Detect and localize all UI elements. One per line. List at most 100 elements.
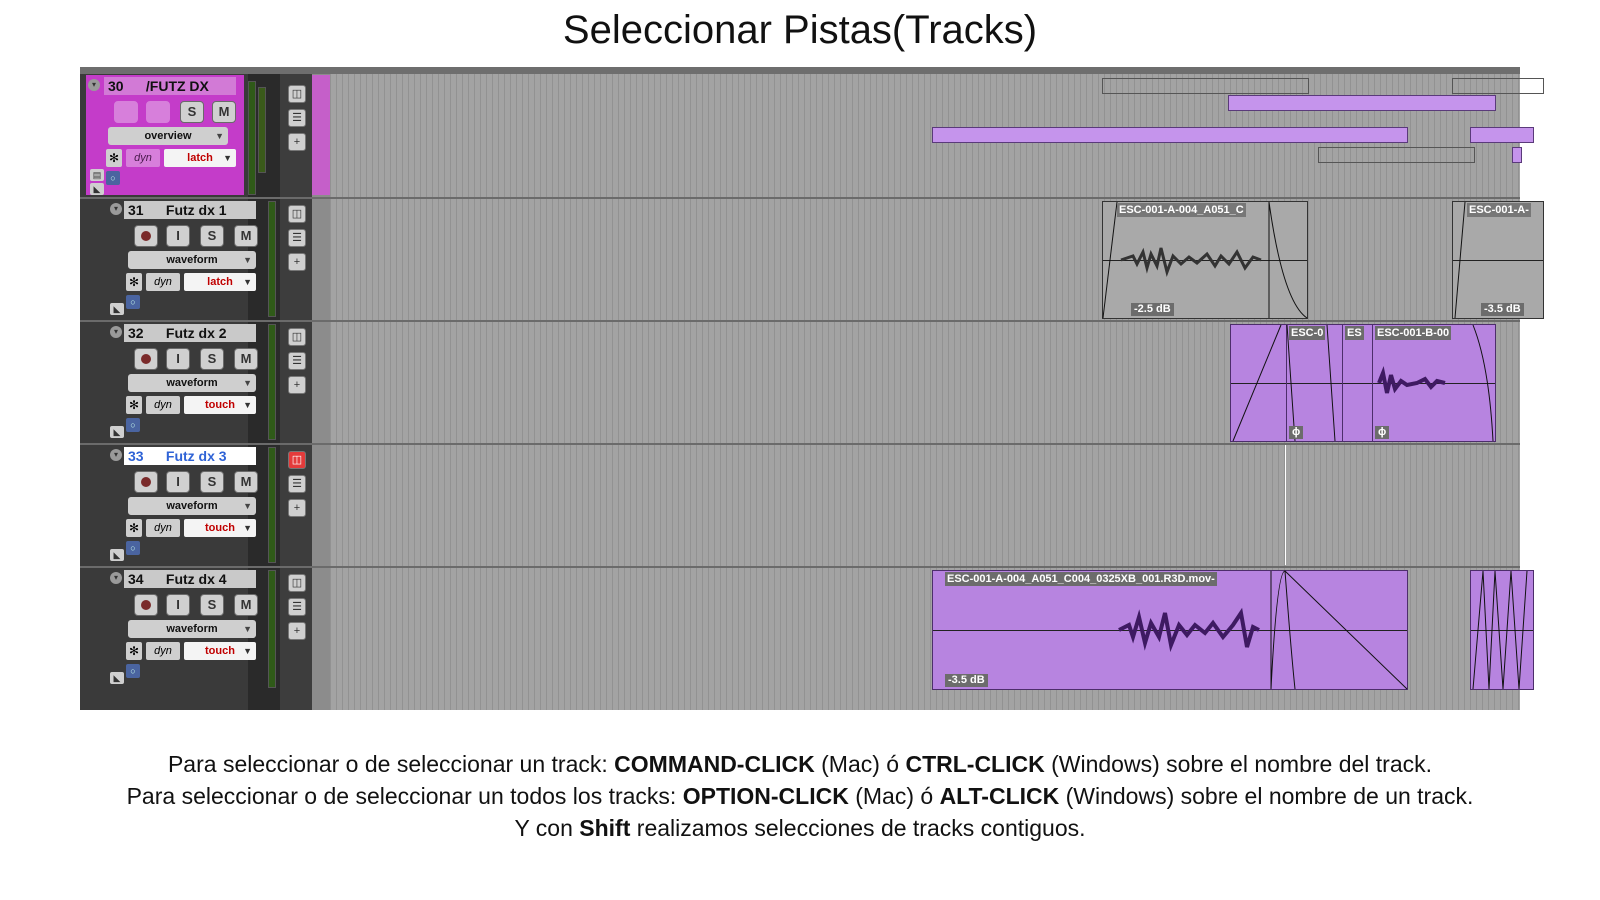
overview-clip[interactable] — [1512, 147, 1522, 163]
mute-button[interactable]: M — [234, 225, 258, 247]
asterisk-icon[interactable]: ✻ — [126, 273, 142, 291]
automation-mode-dropdown[interactable]: touch ▼ — [184, 519, 256, 537]
instructions: Para seleccionar o de seleccionar un tra… — [80, 748, 1520, 844]
audio-clip[interactable]: ESC-001-B-00 ϕ — [1372, 324, 1496, 442]
overview-clip[interactable] — [932, 127, 1408, 143]
io-icon[interactable]: ○ — [126, 541, 140, 555]
audio-clip[interactable]: ESC-0 ϕ — [1286, 324, 1344, 442]
dyn-button[interactable]: dyn — [146, 273, 180, 291]
solo-button[interactable]: S — [200, 348, 224, 370]
clip-name: ESC-0 — [1289, 326, 1326, 340]
list-icon[interactable]: ☰ — [288, 598, 306, 616]
add-icon[interactable]: + — [288, 253, 306, 271]
playlist-icon-active[interactable]: ◫ — [288, 451, 306, 469]
page-title: Seleccionar Pistas(Tracks) — [562, 8, 1038, 52]
dyn-button[interactable]: dyn — [126, 149, 160, 167]
io-icon[interactable]: ○ — [106, 171, 120, 185]
record-button[interactable] — [134, 594, 158, 616]
add-icon[interactable]: + — [288, 133, 306, 151]
overview-clip[interactable] — [1470, 127, 1534, 143]
track-name[interactable]: 30 /FUTZ DX — [104, 77, 236, 95]
automation-mode-dropdown[interactable]: latch ▼ — [164, 149, 236, 167]
playlist-icon[interactable]: ◫ — [288, 328, 306, 346]
audio-clip[interactable]: ESC-001-A-004_A051_C -2.5 dB — [1102, 201, 1308, 319]
collapse-icon[interactable]: ▾ — [110, 449, 122, 461]
track-view-dropdown[interactable]: waveform ▼ — [128, 374, 256, 392]
chevron-down-icon: ▼ — [243, 277, 252, 287]
solo-button[interactable]: S — [180, 101, 204, 123]
asterisk-icon[interactable]: ✻ — [126, 396, 142, 414]
input-monitor-button[interactable]: I — [166, 225, 190, 247]
folder-slot-b — [146, 101, 170, 123]
track-view-dropdown[interactable]: overview ▼ — [108, 127, 228, 145]
automation-mode-dropdown[interactable]: touch ▼ — [184, 642, 256, 660]
automation-mode-dropdown[interactable]: latch ▼ — [184, 273, 256, 291]
io-icon[interactable]: ○ — [126, 295, 140, 309]
clip-fade — [1454, 201, 1466, 319]
io-icon[interactable]: ○ — [126, 418, 140, 432]
level-meter — [268, 570, 276, 688]
mute-button[interactable]: M — [212, 101, 236, 123]
solo-button[interactable]: S — [200, 471, 224, 493]
solo-button[interactable]: S — [200, 225, 224, 247]
folder-collapse-icon[interactable]: ▾ — [88, 79, 100, 91]
edit-cursor — [1285, 445, 1286, 565]
audio-clip[interactable]: ESC-001-A-004_A051_C004_0325XB_001.R3D.m… — [932, 570, 1408, 690]
audio-clip[interactable]: ESC-001-A- -3.5 dB — [1452, 201, 1544, 319]
track-view-dropdown[interactable]: waveform ▼ — [128, 620, 256, 638]
asterisk-icon[interactable]: ✻ — [126, 642, 142, 660]
overview-clip[interactable] — [1318, 147, 1475, 163]
audio-clip[interactable] — [1230, 324, 1288, 442]
input-monitor-button[interactable]: I — [166, 594, 190, 616]
add-icon[interactable]: + — [288, 499, 306, 517]
level-meter — [258, 87, 266, 173]
add-icon[interactable]: + — [288, 376, 306, 394]
track-view-dropdown[interactable]: waveform ▼ — [128, 251, 256, 269]
mute-button[interactable]: M — [234, 348, 258, 370]
list-icon[interactable]: ☰ — [288, 475, 306, 493]
solo-button[interactable]: S — [200, 594, 224, 616]
list-icon[interactable]: ☰ — [288, 109, 306, 127]
overview-clip[interactable] — [1228, 95, 1496, 111]
record-button[interactable] — [134, 225, 158, 247]
automation-mode-dropdown[interactable]: touch ▼ — [184, 396, 256, 414]
dyn-button[interactable]: dyn — [146, 642, 180, 660]
overview-clip[interactable] — [1452, 78, 1544, 94]
mute-button[interactable]: M — [234, 471, 258, 493]
input-monitor-button[interactable]: I — [166, 471, 190, 493]
playlist-icon[interactable]: ◫ — [288, 85, 306, 103]
list-icon[interactable]: ☰ — [288, 229, 306, 247]
audio-clip[interactable]: ES — [1342, 324, 1374, 442]
track-color-icon: ◣ — [110, 549, 124, 561]
playlist-icon[interactable]: ◫ — [288, 205, 306, 223]
audio-clip[interactable] — [1470, 570, 1534, 690]
track-number: 30 — [108, 78, 124, 94]
track-name[interactable]: 34 Futz dx 4 — [124, 570, 256, 588]
mute-button[interactable]: M — [234, 594, 258, 616]
track-name-label: Futz dx 4 — [165, 571, 227, 587]
record-button[interactable] — [134, 471, 158, 493]
list-icon[interactable]: ☰ — [288, 352, 306, 370]
record-button[interactable] — [134, 348, 158, 370]
collapse-icon[interactable]: ▾ — [110, 572, 122, 584]
io-icon[interactable]: ○ — [126, 664, 140, 678]
asterisk-icon[interactable]: ✻ — [126, 519, 142, 537]
track-name[interactable]: 31 Futz dx 1 — [124, 201, 256, 219]
level-meter — [248, 81, 256, 195]
playlist-icon[interactable]: ◫ — [288, 574, 306, 592]
collapse-icon[interactable]: ▾ — [110, 203, 122, 215]
add-icon[interactable]: + — [288, 622, 306, 640]
dyn-button[interactable]: dyn — [146, 519, 180, 537]
track-view-label: overview — [144, 130, 192, 142]
chevron-down-icon: ▼ — [243, 378, 252, 388]
track-name[interactable]: 32 Futz dx 2 — [124, 324, 256, 342]
collapse-icon[interactable]: ▾ — [110, 326, 122, 338]
track-view-dropdown[interactable]: waveform ▼ — [128, 497, 256, 515]
track-name-selected[interactable]: 33 Futz dx 3 — [124, 447, 256, 465]
dyn-button[interactable]: dyn — [146, 396, 180, 414]
clip-centerline — [1471, 630, 1533, 631]
clip-centerline — [1287, 383, 1343, 384]
overview-clip[interactable] — [1102, 78, 1309, 94]
asterisk-icon[interactable]: ✻ — [106, 149, 122, 167]
input-monitor-button[interactable]: I — [166, 348, 190, 370]
